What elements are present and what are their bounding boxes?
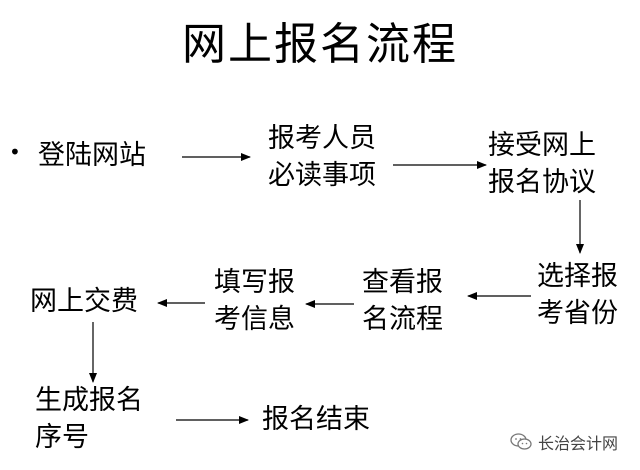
diagram-title: 网上报名流程 <box>182 19 458 70</box>
step-serial-line1: 生成报名 <box>35 385 143 416</box>
bullet-marker: • <box>9 140 21 164</box>
step-select-line1: 选择报 <box>537 261 618 292</box>
step-view-process: 查看报 名流程 <box>362 264 443 338</box>
step-serial-line2: 序号 <box>35 422 89 453</box>
step-must-read: 报考人员 必读事项 <box>268 120 376 194</box>
step-online-payment: 网上交费 <box>30 286 138 317</box>
wechat-icon <box>510 433 532 450</box>
step-fill-line2: 考信息 <box>214 304 295 335</box>
watermark-text: 长治会计网 <box>537 434 618 453</box>
step-must-read-line2: 必读事项 <box>268 160 376 191</box>
step-view-line1: 查看报 <box>362 267 443 298</box>
step-fill-line1: 填写报 <box>214 267 295 298</box>
step-fill-info: 填写报 考信息 <box>214 264 295 338</box>
step-generate-serial: 生成报名 序号 <box>35 382 143 456</box>
step-accept-line2: 报名协议 <box>488 167 596 198</box>
step-accept-agreement: 接受网上 报名协议 <box>488 127 596 201</box>
step-end: 报名结束 <box>262 404 370 435</box>
step-accept-line1: 接受网上 <box>488 130 596 161</box>
step-view-line2: 名流程 <box>362 304 443 335</box>
step-login: 登陆网站 <box>38 140 146 171</box>
watermark: 长治会计网 <box>510 430 618 454</box>
step-select-line2: 考省份 <box>537 298 618 329</box>
step-must-read-line1: 报考人员 <box>268 123 376 154</box>
step-select-province: 选择报 考省份 <box>537 258 618 332</box>
